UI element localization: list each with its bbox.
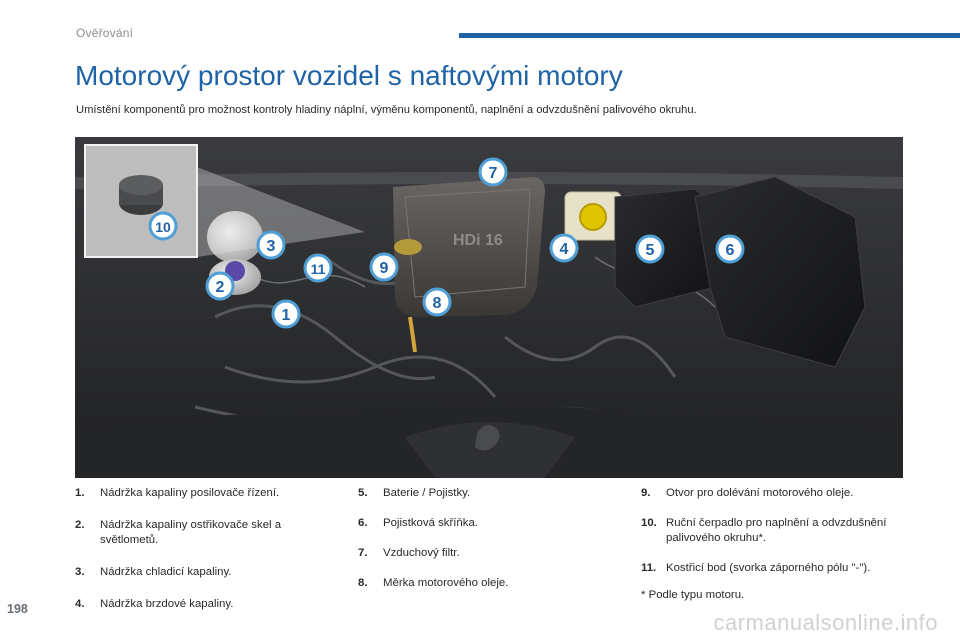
legend-number: 7. — [358, 547, 368, 559]
callout-3: 3 — [256, 230, 286, 260]
legend-number: 4. — [75, 598, 85, 610]
legend-text: Kostřicí bod (svorka záporného pólu "-")… — [666, 562, 871, 574]
svg-text:3: 3 — [267, 238, 276, 255]
callout-6: 6 — [715, 234, 745, 264]
page-subtitle: Umístění komponentů pro možnost kontroly… — [76, 104, 697, 116]
legend-item: 1. Nádržka kapaliny posilovače řízení. — [75, 486, 311, 501]
legend-number: 6. — [358, 517, 368, 529]
legend-number: 3. — [75, 566, 85, 578]
legend-column-1: 1. Nádržka kapaliny posilovače řízení. 2… — [75, 486, 311, 612]
legend-item: 4. Nádržka brzdové kapaliny. — [75, 597, 311, 612]
callout-7: 7 — [478, 157, 508, 187]
svg-text:11: 11 — [311, 261, 326, 277]
legend-number: 8. — [358, 577, 368, 589]
callout-2: 2 — [205, 271, 235, 301]
legend-item: 6. Pojistková skříňka. — [358, 516, 598, 531]
legend-text: Ruční čerpadlo pro naplnění a odvzdušněn… — [666, 517, 887, 544]
legend-item: 11. Kostřicí bod (svorka záporného pólu … — [641, 561, 911, 576]
legend-text: Baterie / Pojistky. — [383, 487, 471, 499]
svg-text:6: 6 — [726, 242, 735, 259]
header-accent-bar — [459, 33, 960, 38]
legend-text: Vzduchový filtr. — [383, 547, 460, 559]
legend-number: 11. — [641, 562, 657, 574]
legend-text: Nádržka brzdové kapaliny. — [100, 598, 234, 610]
callout-10: 10 — [148, 211, 178, 241]
legend-text: Otvor pro dolévání motorového oleje. — [666, 487, 854, 499]
legend-number: 10. — [641, 517, 657, 529]
legend-number: 5. — [358, 487, 368, 499]
legend-text: Nádržka chladicí kapaliny. — [100, 566, 232, 578]
callout-9: 9 — [369, 252, 399, 282]
legend-text: Měrka motorového oleje. — [383, 577, 509, 589]
legend-item: 7. Vzduchový filtr. — [358, 546, 598, 561]
legend-number: 9. — [641, 487, 651, 499]
svg-text:5: 5 — [646, 242, 655, 259]
page-number: 198 — [7, 602, 28, 616]
engine-bay-illustration: HDi 16 1 2 — [75, 137, 903, 478]
legend-number: 2. — [75, 519, 85, 531]
svg-text:4: 4 — [560, 241, 569, 258]
legend-item: 10. Ruční čerpadlo pro naplnění a odvzdu… — [641, 516, 911, 546]
svg-text:1: 1 — [282, 307, 291, 324]
svg-text:7: 7 — [489, 165, 498, 182]
svg-text:10: 10 — [155, 219, 171, 235]
watermark: carmanualsonline.info — [713, 610, 938, 635]
legend-item: 2. Nádržka kapaliny ostřikovače skel a s… — [75, 518, 311, 548]
svg-text:9: 9 — [380, 260, 389, 277]
callout-5: 5 — [635, 234, 665, 264]
legend-column-2: 5. Baterie / Pojistky. 6. Pojistková skř… — [358, 486, 598, 591]
legend-item: 5. Baterie / Pojistky. — [358, 486, 598, 501]
callout-1: 1 — [271, 299, 301, 329]
legend-column-3: 9. Otvor pro dolévání motorového oleje. … — [641, 486, 911, 576]
legend-item: 8. Měrka motorového oleje. — [358, 576, 598, 591]
legend-text: Pojistková skříňka. — [383, 517, 478, 529]
legend-item: 9. Otvor pro dolévání motorového oleje. — [641, 486, 911, 501]
callout-4: 4 — [549, 233, 579, 263]
footnote: * Podle typu motoru. — [641, 589, 745, 601]
legend-item: 3. Nádržka chladicí kapaliny. — [75, 565, 311, 580]
callout-8: 8 — [422, 287, 452, 317]
legend-text: Nádržka kapaliny ostřikovače skel a svět… — [100, 519, 282, 546]
svg-text:8: 8 — [433, 295, 442, 312]
engine-badge: HDi 16 — [453, 232, 503, 249]
page-title: Motorový prostor vozidel s naftovými mot… — [75, 60, 623, 91]
legend-number: 1. — [75, 487, 85, 499]
section-tag: Ověřování — [76, 26, 134, 40]
svg-text:2: 2 — [216, 279, 225, 296]
legend-text: Nádržka kapaliny posilovače řízení. — [100, 487, 280, 499]
callout-11: 11 — [303, 253, 333, 283]
